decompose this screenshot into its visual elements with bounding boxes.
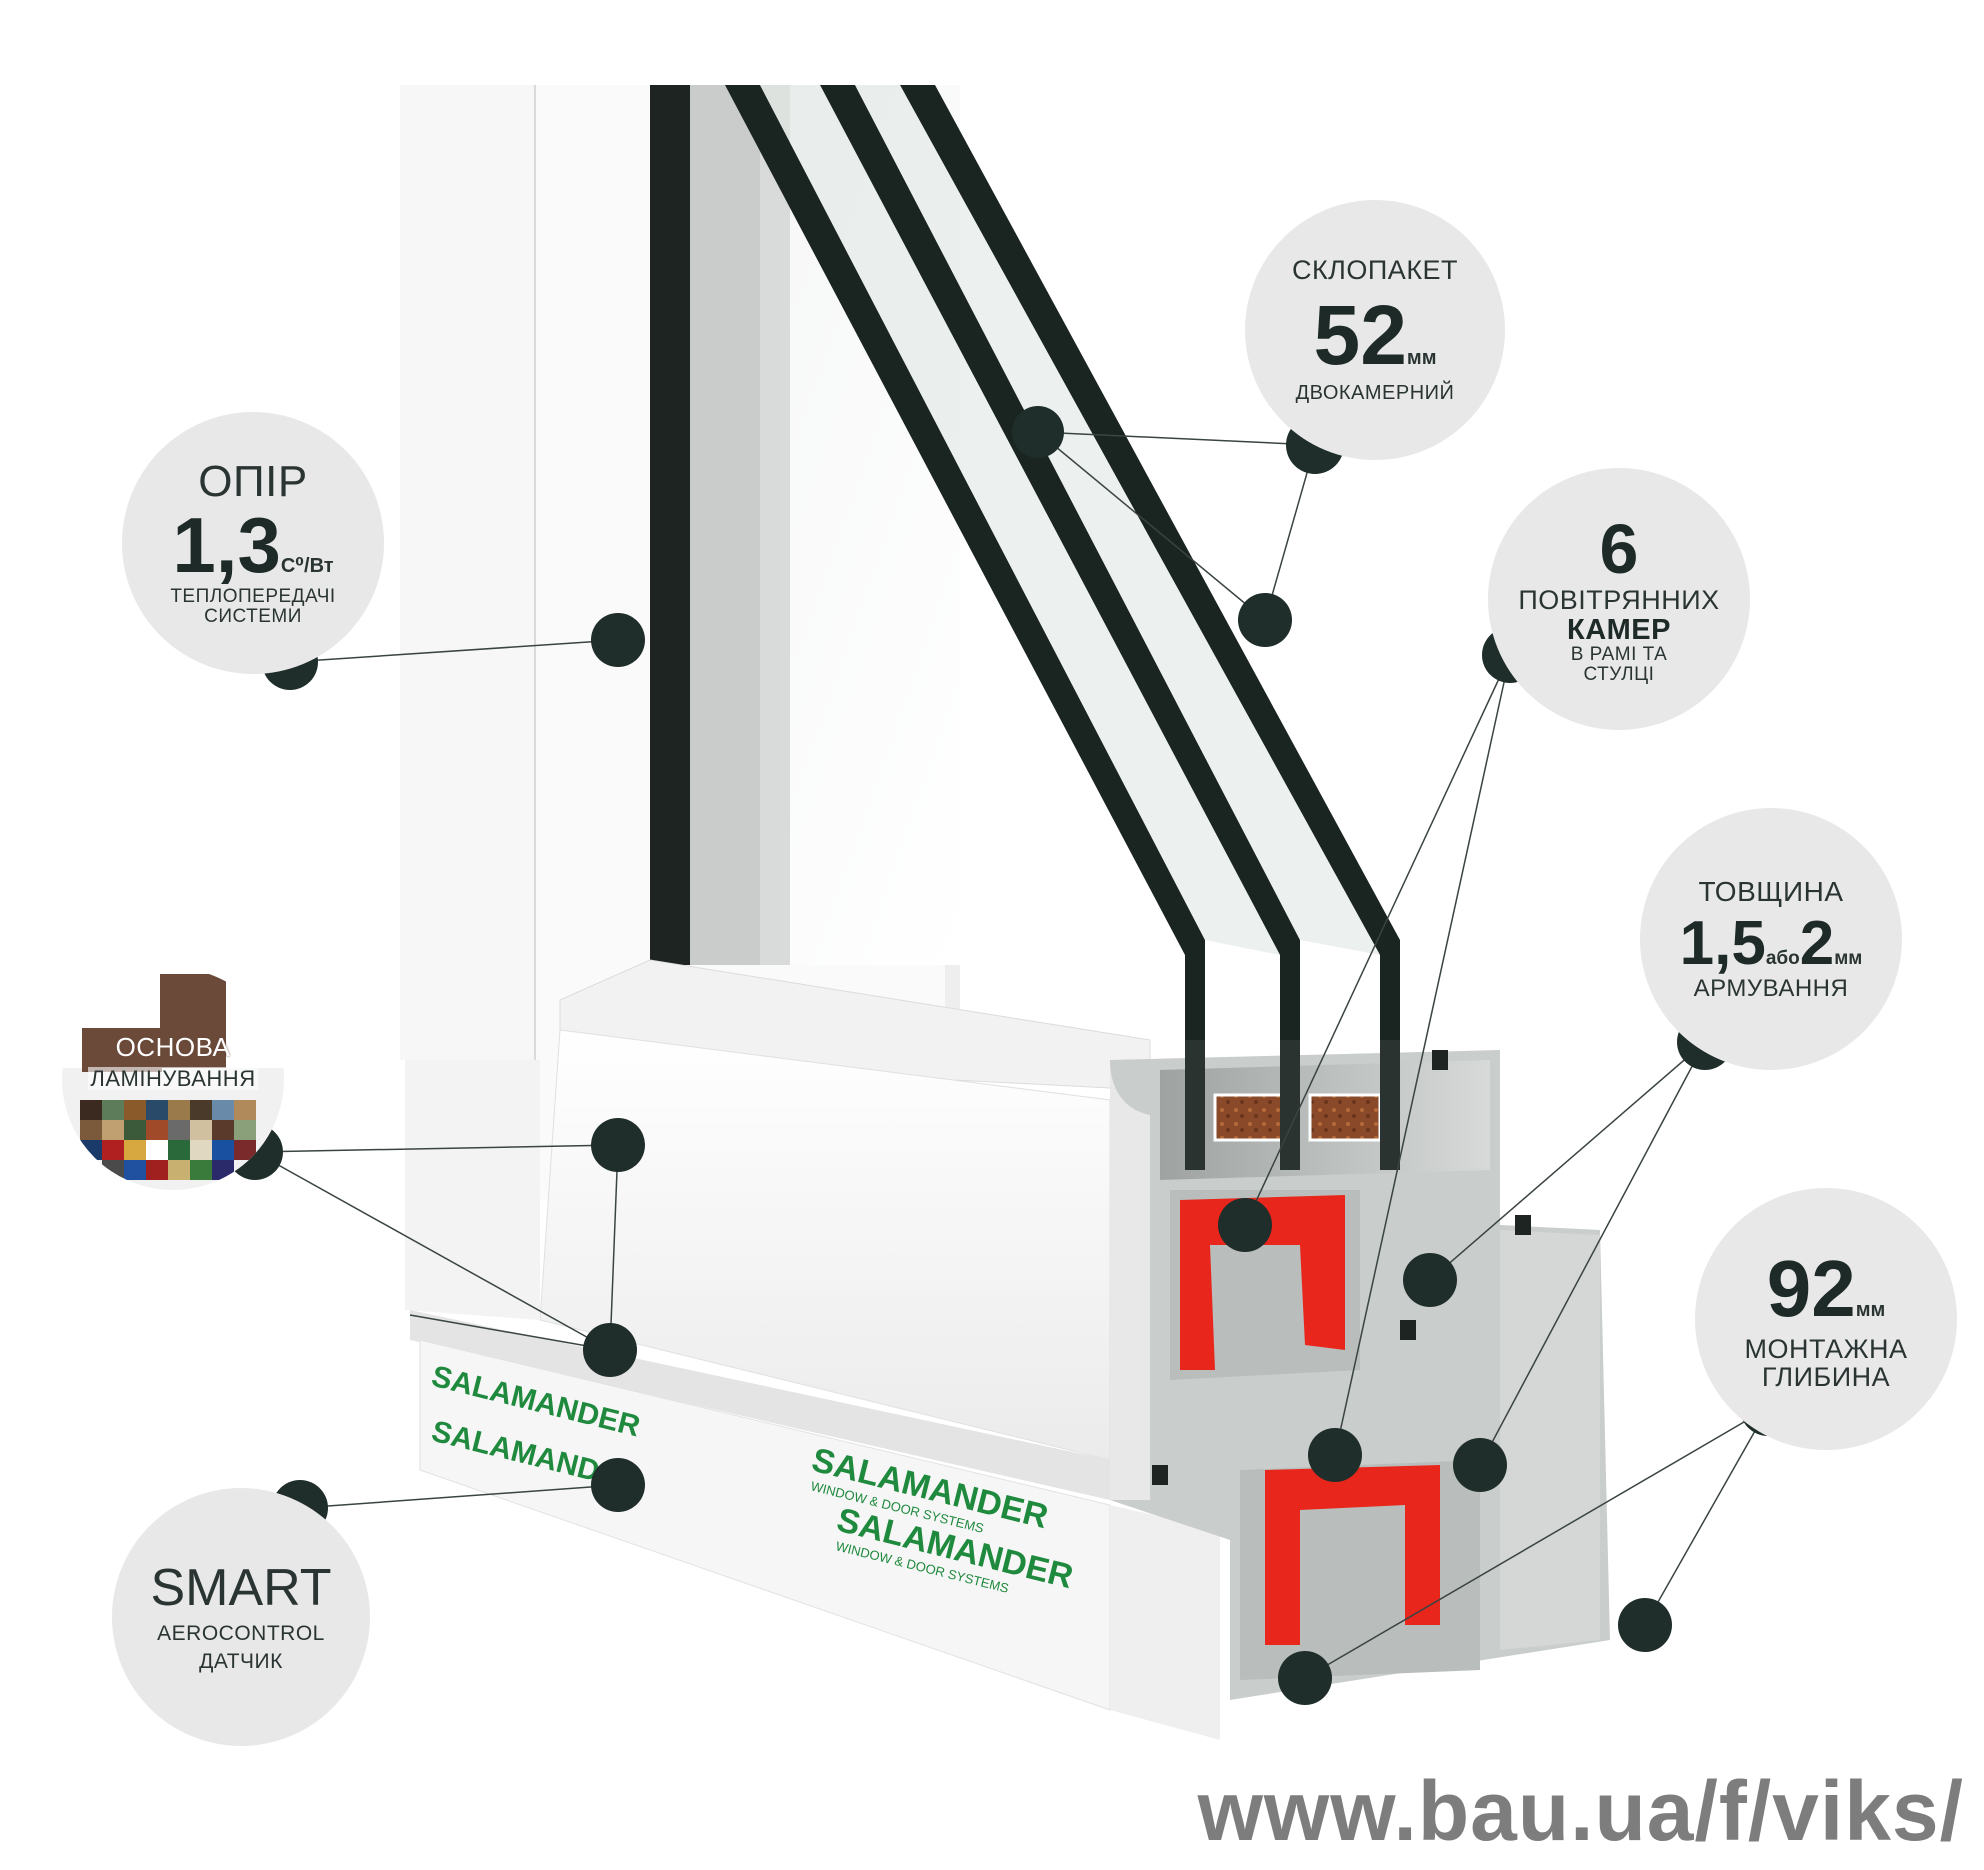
depth-line2: ГЛИБИНА: [1761, 1362, 1891, 1392]
spacer-1: [1213, 1093, 1287, 1142]
depth-unit: мм: [1855, 1298, 1886, 1321]
resistance-value: 1,3: [172, 501, 281, 590]
callout-depth: 92мм МОНТАЖНА ГЛИБИНА: [1695, 1188, 1957, 1450]
smart-title: SMART: [150, 1558, 332, 1617]
marker-resistance-1: [591, 613, 645, 667]
callout-smart: SMART AEROCONTROL ДАТЧИК: [112, 1488, 370, 1746]
spacer-2: [1308, 1093, 1382, 1142]
protective-film: SALAMANDER WINDOW & DOOR SYSTEMS SALAMAN…: [419, 1339, 1220, 1740]
lamination-swatches: [62, 968, 284, 1180]
resistance-unit: С⁰/Вт: [280, 555, 334, 578]
depth-value: 92: [1766, 1243, 1856, 1333]
lamination-line2: ЛАМІНУВАННЯ: [88, 1066, 258, 1092]
marker-depth-3: [1278, 1651, 1332, 1705]
color-grid: [80, 1100, 256, 1180]
resistance-line2: СИСТЕМИ: [204, 606, 302, 628]
thickness-value1: 1,5: [1679, 908, 1766, 978]
marker-chambers-2: [1218, 1198, 1272, 1252]
glazing-value: 52: [1313, 287, 1407, 382]
callout-chambers: 6 ПОВІТРЯННИХ КАМЕР В РАМІ ТА СТУЛЦІ: [1488, 468, 1750, 730]
marker-depth-2: [1618, 1598, 1672, 1652]
leader-lines: [254, 431, 1769, 1679]
glazing-top-label: СКЛОПАКЕТ: [1291, 255, 1459, 286]
resistance-top-label: ОПІР: [198, 457, 308, 507]
thickness-value2: 2: [1799, 908, 1835, 978]
thickness-connector: або: [1765, 947, 1800, 969]
chambers-line4: СТУЛЦІ: [1583, 664, 1655, 686]
glass-panes: [725, 85, 1400, 1055]
thickness-unit: мм: [1834, 947, 1863, 969]
reinforcement-sash: [1180, 1195, 1345, 1370]
chambers-value: 6: [1599, 509, 1639, 588]
marker-lamination-2: [591, 1118, 645, 1172]
marker-glazing-1: [1012, 406, 1064, 458]
marker-thickness-3: [1453, 1438, 1507, 1492]
marker-smart-2: [591, 1458, 645, 1512]
smart-line1: AEROCONTROL: [157, 1622, 325, 1646]
callout-lamination: ОСНОВА ЛАМІНУВАННЯ: [62, 968, 284, 1190]
marker-glazing-3: [1238, 593, 1292, 647]
glazing-unit: мм: [1406, 346, 1437, 369]
callout-resistance: ОПІР 1,3С⁰/Вт ТЕПЛОПЕРЕДАЧІ СИСТЕМИ: [122, 412, 384, 674]
marker-lamination-3: [583, 1323, 637, 1377]
marker-thickness-2: [1403, 1253, 1457, 1307]
thickness-bottom-label: АРМУВАННЯ: [1693, 974, 1849, 1002]
site-watermark: www.bau.ua/f/viks/: [1197, 1764, 1964, 1858]
marker-chambers-3: [1308, 1428, 1362, 1482]
resistance-line1: ТЕПЛОПЕРЕДАЧІ: [170, 586, 336, 608]
chambers-line2: КАМЕР: [1567, 613, 1671, 646]
callout-glazing: СКЛОПАКЕТ 52мм ДВОКАМЕРНИЙ: [1245, 200, 1505, 460]
thickness-top-label: ТОВЩИНА: [1698, 876, 1844, 908]
reinforcement-frame: [1265, 1465, 1440, 1645]
depth-line1: МОНТАЖНА: [1744, 1333, 1908, 1364]
smart-line2: ДАТЧИК: [199, 1650, 283, 1674]
chambers-line1: ПОВІТРЯННИХ: [1518, 585, 1720, 616]
lamination-line1: ОСНОВА: [115, 1031, 231, 1062]
glazing-bottom-label: ДВОКАМЕРНИЙ: [1295, 381, 1455, 404]
chambers-line3: В РАМІ ТА: [1570, 644, 1668, 666]
callout-thickness: ТОВЩИНА 1,5або2мм АРМУВАННЯ: [1640, 808, 1902, 1070]
